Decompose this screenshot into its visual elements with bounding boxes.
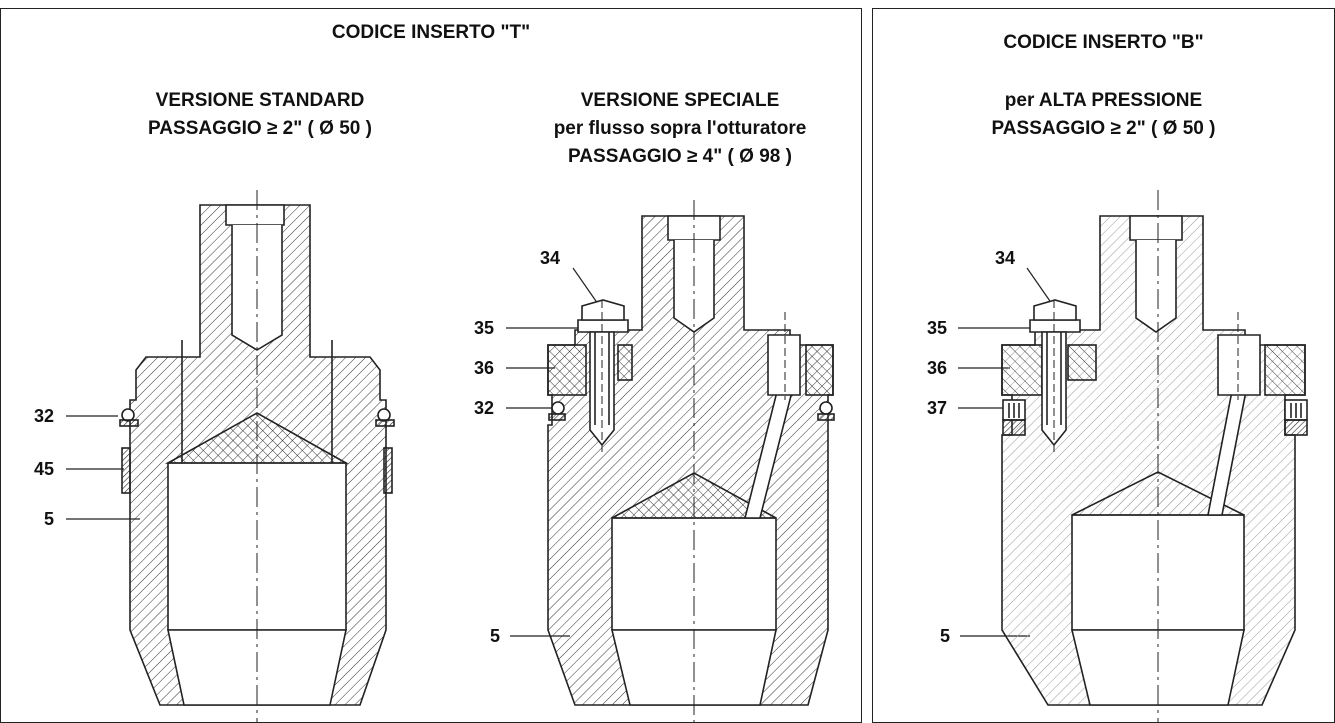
callout-34: 34 [995,248,1016,268]
special-version-title: VERSIONE SPECIALE [580,90,780,111]
callout-37: 37 [927,398,948,418]
high-pressure-insert-drawing [1001,190,1308,723]
callout-36: 36 [474,358,495,378]
high-pressure-passage: PASSAGGIO ≥ 2" ( Ø 50 ) [991,118,1216,139]
callout-5: 5 [490,626,501,646]
special-passage: PASSAGGIO ≥ 4" ( Ø 98 ) [568,146,792,167]
standard-insert-drawing [119,190,395,723]
callout-34: 34 [540,248,561,268]
callout-5: 5 [44,509,55,529]
callout-36: 36 [927,358,948,378]
panel-b-title: CODICE INSERTO "B" [1003,32,1204,53]
callout-35: 35 [927,318,948,338]
special-insert-drawing [547,200,835,723]
callout-35: 35 [474,318,495,338]
high-pressure-title: per ALTA PRESSIONE [1004,90,1203,111]
callout-5: 5 [940,626,951,646]
callout-32: 32 [474,398,495,418]
standard-passage: PASSAGGIO ≥ 2" ( Ø 50 ) [148,118,372,139]
callout-45: 45 [34,459,55,479]
standard-version-title: VERSIONE STANDARD [155,90,365,111]
callout-32: 32 [34,406,55,426]
panel-t-title: CODICE INSERTO "T" [331,22,531,43]
special-flow-note: per flusso sopra l'otturatore [553,118,807,139]
